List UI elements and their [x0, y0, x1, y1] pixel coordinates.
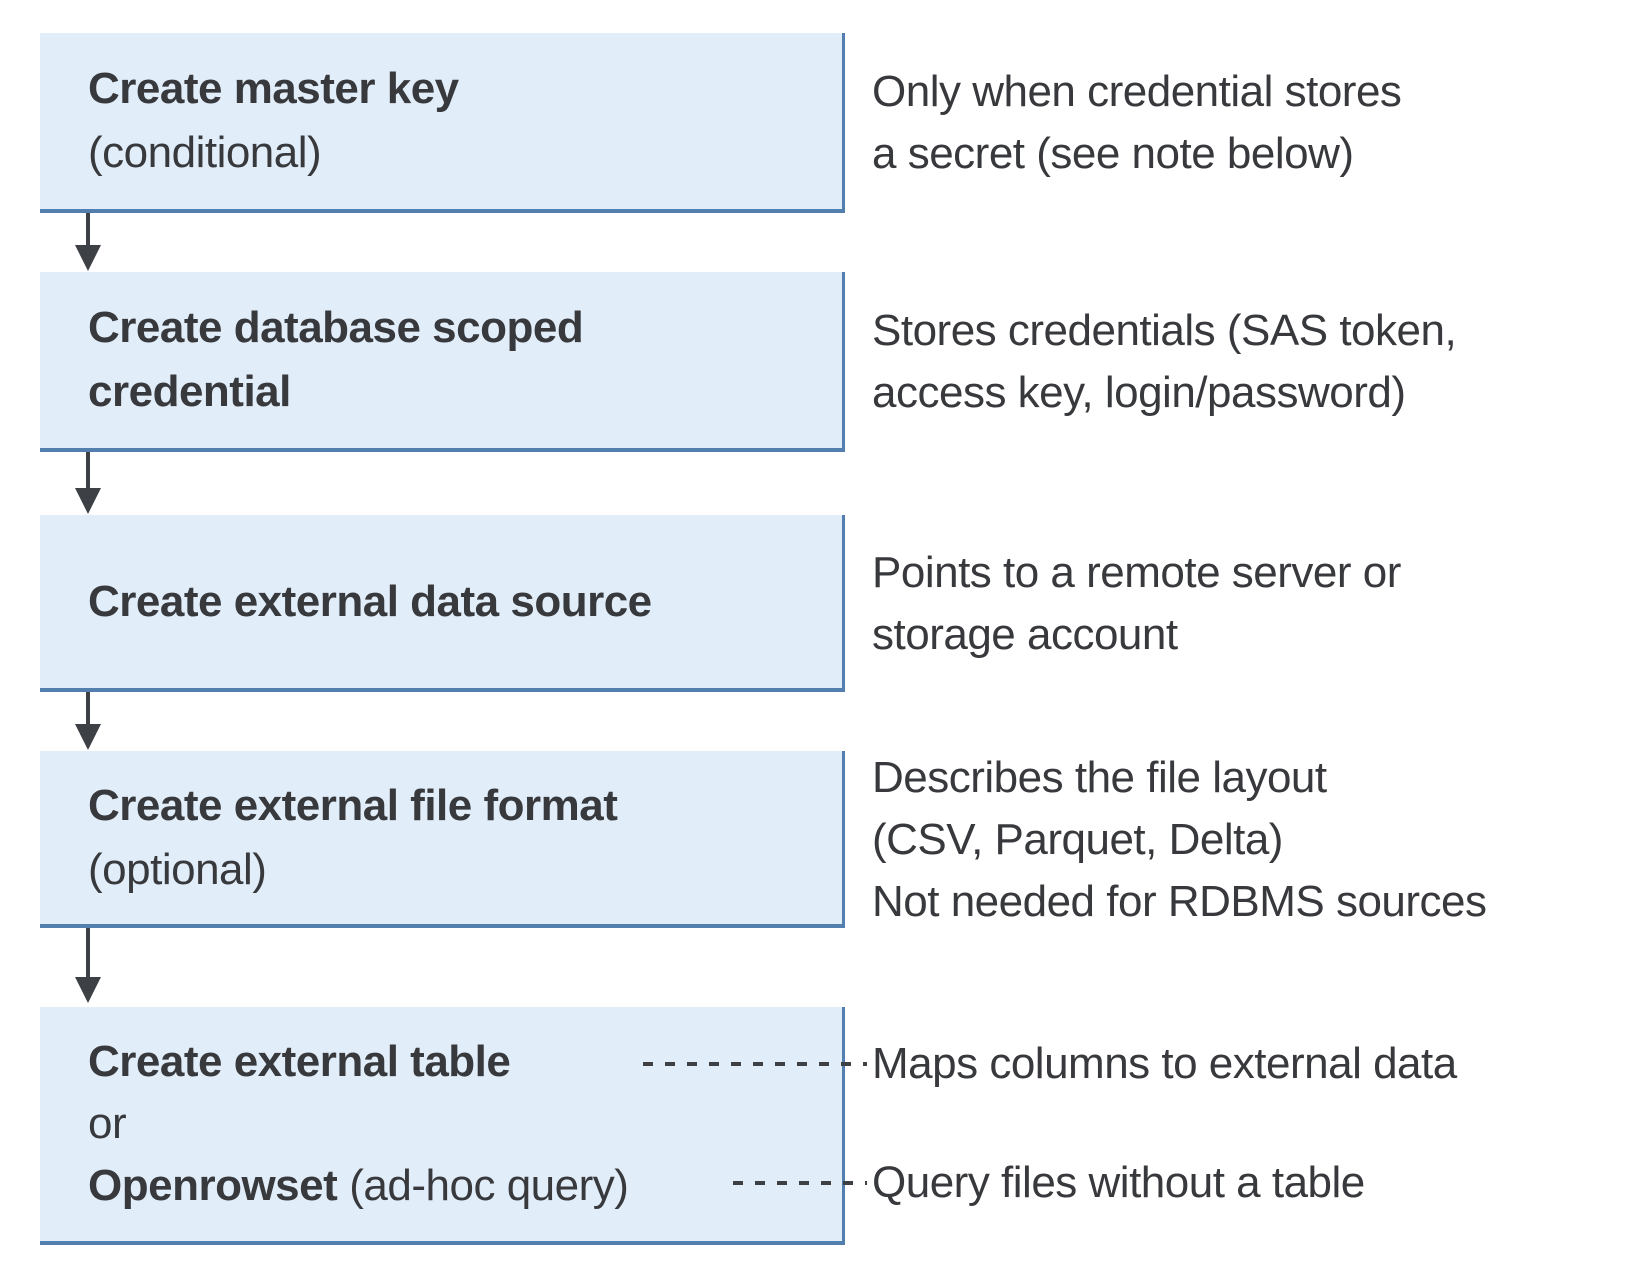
- alt-title-text: Openrowset: [88, 1161, 338, 1210]
- step-alt-title: Openrowset(ad-hoc query): [88, 1155, 842, 1217]
- step-box-create-master-key: Create master key (conditional): [40, 33, 845, 213]
- step-box-create-external-table-or-openrowset: Create external table or Openrowset(ad-h…: [40, 1007, 845, 1245]
- flow-arrow-down-icon: [75, 452, 101, 514]
- step-title-text: Create external table: [88, 1037, 511, 1086]
- step-qualifier: (optional): [88, 844, 267, 894]
- step-title: Create external data source: [88, 576, 652, 626]
- step-title: Create database scoped credential: [88, 303, 584, 416]
- step-box-create-external-data-source: Create external data source: [40, 515, 845, 692]
- annotation-database-scoped-credential: Stores credentials (SAS token, access ke…: [872, 306, 1457, 417]
- step-qualifier: (conditional): [88, 128, 322, 177]
- step-box-create-external-file-format: Create external file format (optional): [40, 751, 845, 928]
- annotation-external-table: Maps columns to external data: [872, 1039, 1457, 1088]
- flow-arrow-down-icon: [75, 928, 101, 1003]
- step-title: Create external file format: [88, 780, 618, 830]
- step-title: Create external table: [88, 1031, 842, 1093]
- annotation-openrowset: Query files without a table: [872, 1158, 1365, 1207]
- step-box-create-database-scoped-credential: Create database scoped credential: [40, 272, 845, 452]
- flow-arrow-down-icon: [75, 213, 101, 271]
- flow-arrow-down-icon: [75, 692, 101, 750]
- dashed-connector-external-table: [643, 1062, 867, 1066]
- dashed-connector-openrowset: [733, 1181, 867, 1185]
- step-title: Create master key: [88, 64, 459, 113]
- alt-title-qualifier: (ad-hoc query): [349, 1161, 629, 1210]
- annotation-master-key: Only when credential stores a secret (se…: [872, 67, 1402, 178]
- step-or-label: or: [88, 1093, 842, 1155]
- or-label-text: or: [88, 1099, 127, 1148]
- annotation-external-file-format: Describes the file layout (CSV, Parquet,…: [872, 752, 1487, 926]
- annotation-external-data-source: Points to a remote server or storage acc…: [872, 547, 1401, 659]
